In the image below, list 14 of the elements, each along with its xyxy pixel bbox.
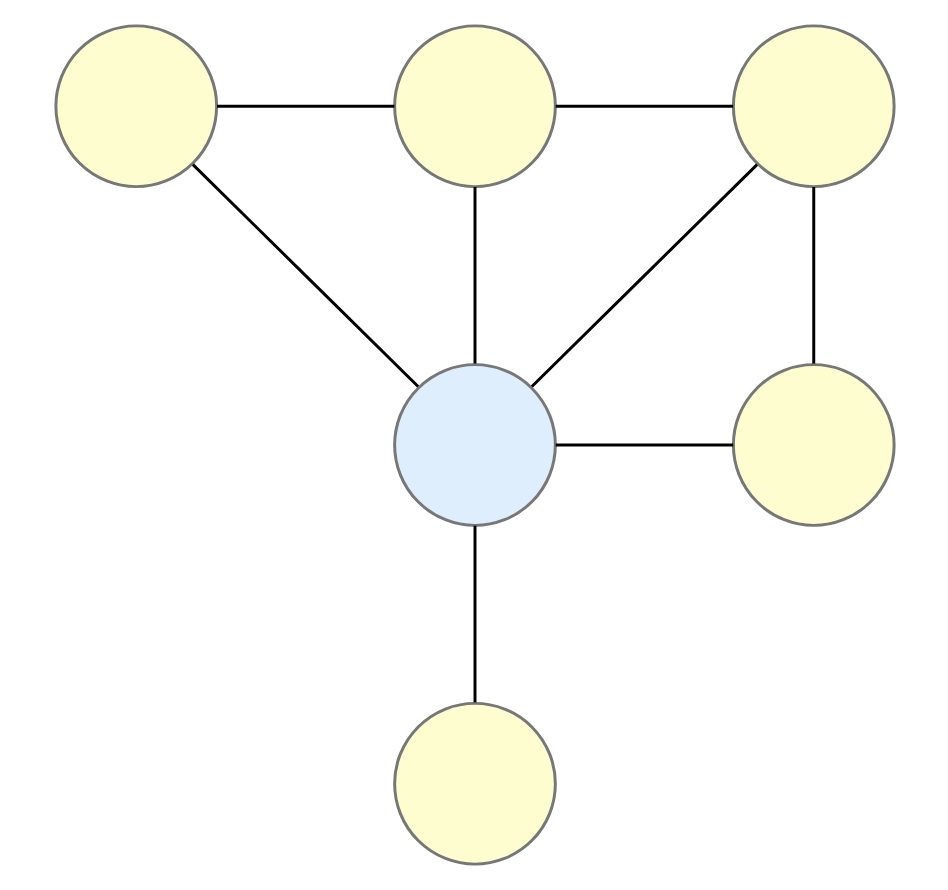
connector <box>554 104 733 108</box>
connector <box>190 163 419 388</box>
node-circle <box>392 24 556 189</box>
node-circle <box>53 24 218 189</box>
connector <box>554 443 733 447</box>
connector <box>811 187 815 364</box>
connector <box>529 163 758 388</box>
node-circle <box>730 363 895 527</box>
node-circle <box>392 701 556 866</box>
node-circle <box>730 24 895 189</box>
connector <box>472 187 476 364</box>
connector <box>472 525 476 703</box>
connector <box>215 104 394 108</box>
node-circle <box>392 363 556 527</box>
